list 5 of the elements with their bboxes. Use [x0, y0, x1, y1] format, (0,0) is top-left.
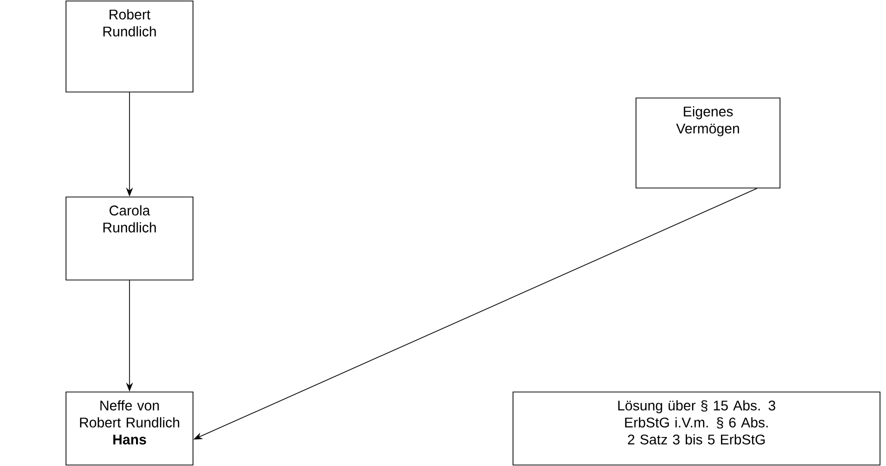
text-box: Carola Rundlich: [66, 196, 194, 280]
text-box: Neffe von Robert Rundlich Hans: [66, 392, 194, 466]
text-box: Lösung über § 15 Abs. 3 ErbStG i.V.m. § 6 Abs. 2 Satz 3 bis 5 ErbStG: [512, 392, 880, 466]
text-box: Robert Rundlich: [66, 0, 194, 92]
text-box: Eigenes Vermögen: [636, 98, 780, 188]
